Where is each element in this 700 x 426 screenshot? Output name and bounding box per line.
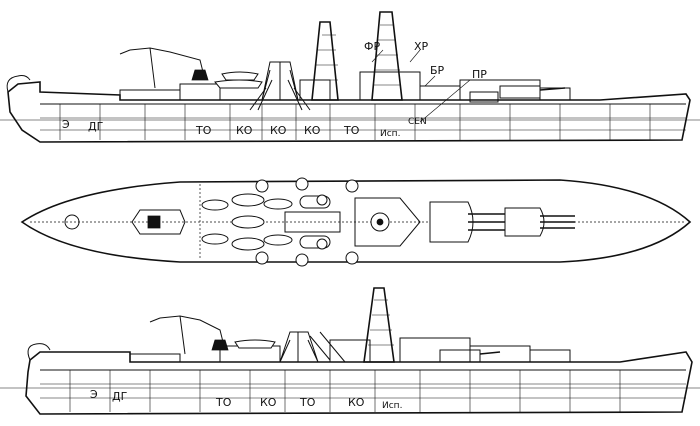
upper-funnel: [261, 61, 299, 101]
plan-view: [20, 177, 692, 267]
upper-label-e: Э: [62, 118, 70, 131]
lower-stern-curl: [27, 343, 51, 361]
lower-hull: [25, 351, 693, 415]
callout-fr: ФР: [364, 40, 380, 53]
lower-label-to-2: ТО: [299, 396, 316, 409]
upper-label-to-1: ТО: [195, 124, 212, 137]
upper-label-to-2: ТО: [343, 124, 360, 137]
lower-label-e: Э: [90, 388, 98, 401]
upper-mast-fore: [371, 11, 403, 101]
lower-label-to-1: ТО: [215, 396, 232, 409]
lower-label-ko-1: КО: [260, 396, 277, 409]
upper-label-ko-2: КО: [270, 124, 287, 137]
lower-profile-view: Э ДГ ТО КО ТО КО Исп.: [0, 287, 700, 415]
lower-funnel: [279, 331, 319, 363]
lower-label-ko-2: КО: [348, 396, 365, 409]
lower-crane: [149, 315, 226, 355]
plan-hull-outline: [20, 179, 692, 263]
upper-mast-aft: [311, 21, 339, 101]
upper-hull: [7, 81, 691, 143]
upper-profile-view: Э ДГ ТО КО КО КО ТО Исп. ФР ХР БР ПР СЕN: [0, 11, 700, 143]
callout-pr: ПР: [472, 68, 487, 81]
lower-label-dg: ДГ: [112, 390, 128, 403]
callout-khr: ХР: [414, 40, 429, 53]
upper-stern-curl: [6, 75, 31, 93]
upper-crane: [119, 47, 206, 89]
upper-label-dg: ДГ: [88, 120, 104, 133]
callout-br: БР: [430, 64, 445, 77]
lower-mast: [363, 287, 395, 363]
upper-label-ko-3: КО: [304, 124, 321, 137]
callout-cen: СЕN: [408, 117, 427, 127]
lower-label-isp: Исп.: [382, 401, 402, 411]
upper-label-ko-1: КО: [236, 124, 253, 137]
upper-label-isp: Исп.: [380, 129, 400, 139]
